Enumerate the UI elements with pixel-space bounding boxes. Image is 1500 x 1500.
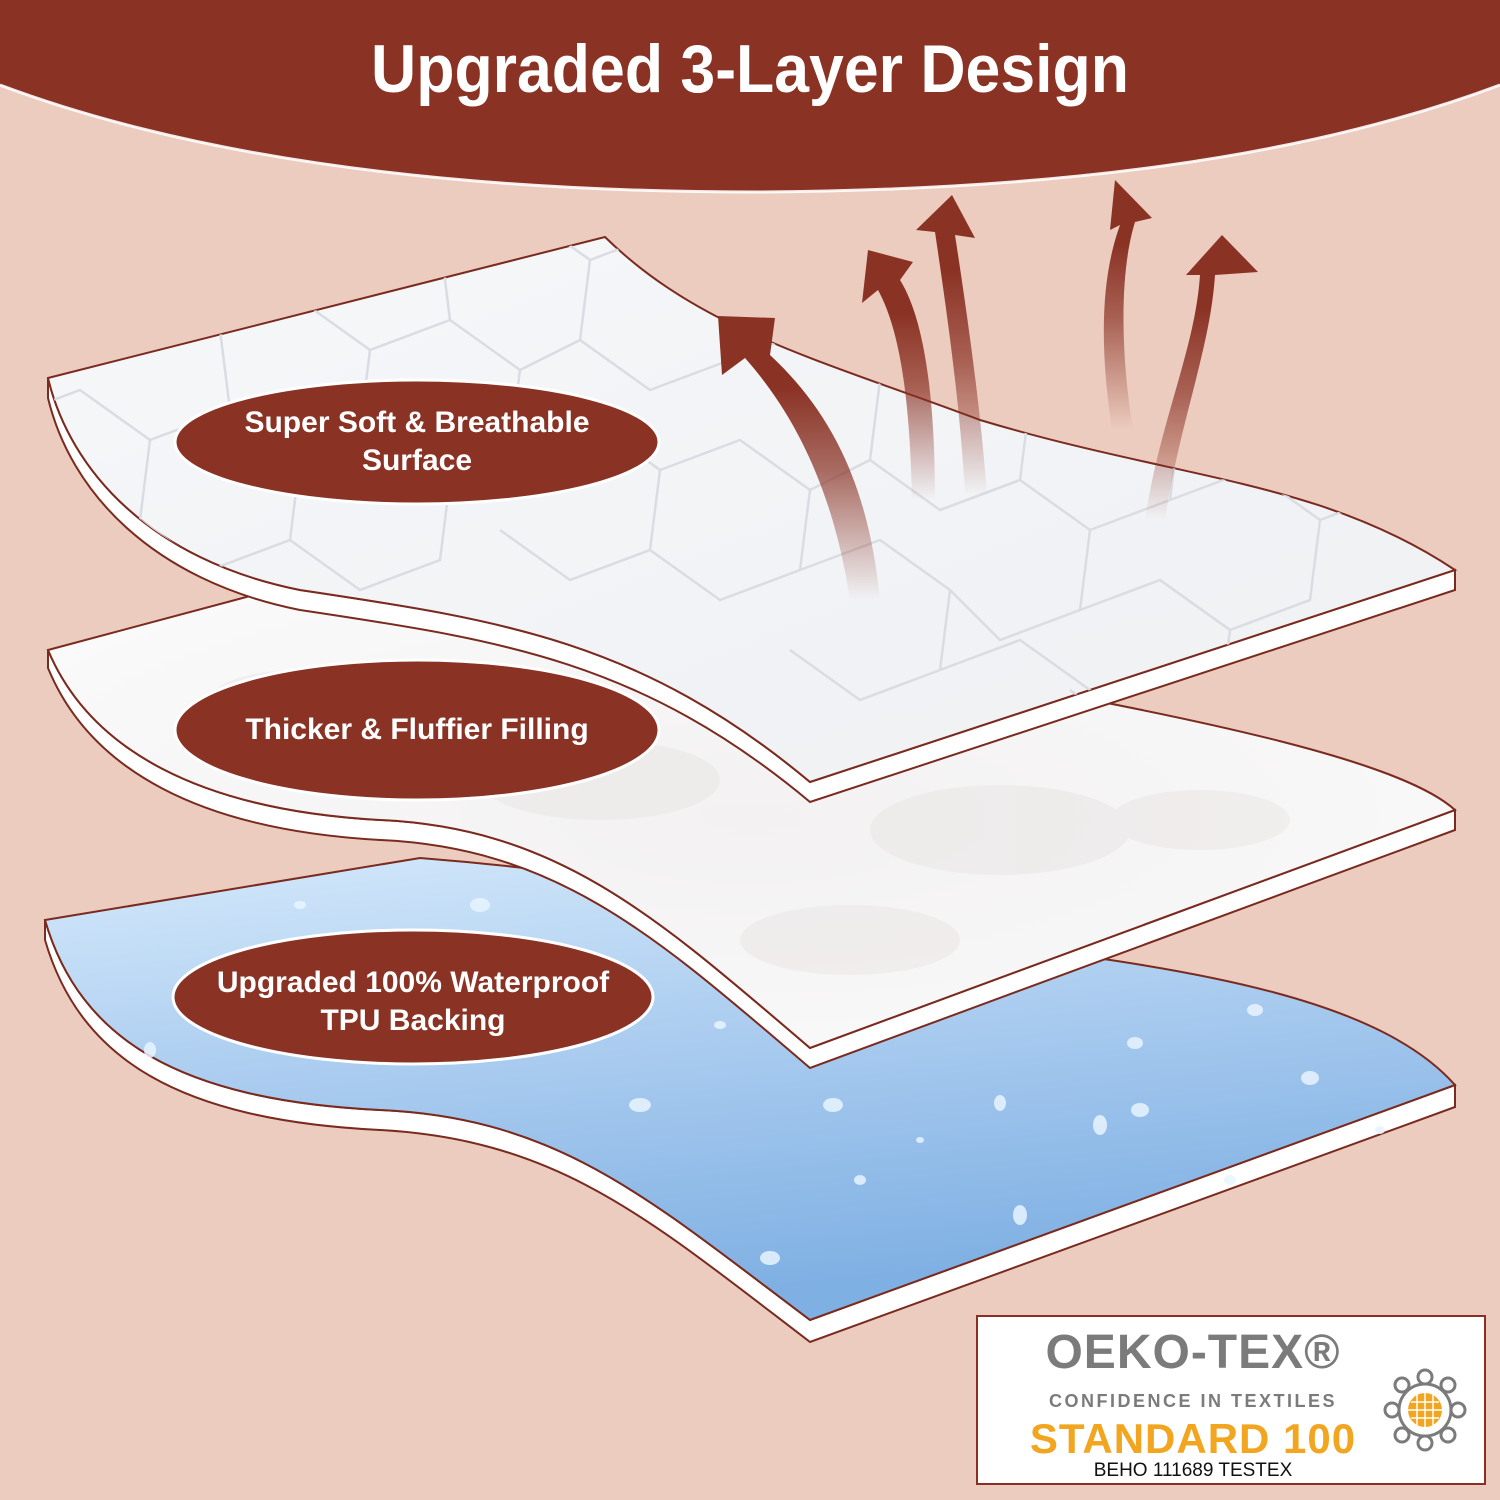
header-banner — [0, 0, 1500, 192]
label-bottom-line2: TPU Backing — [320, 1004, 506, 1037]
label-bottom-layer: Upgraded 100% Waterproof TPU Backing — [173, 950, 653, 1054]
label-middle-layer: Thicker & Fluffier Filling — [177, 680, 657, 780]
label-top-layer: Super Soft & Breathable Surface — [177, 390, 657, 494]
page-title: Upgraded 3-Layer Design — [371, 31, 1129, 107]
oeko-tex-standard: STANDARD 100 — [1029, 1415, 1357, 1462]
top-layer-quilted — [46, 235, 1458, 804]
certificate-number: BEHO 111689 TESTEX — [1093, 1460, 1293, 1481]
label-bottom-line1: Upgraded 100% Waterproof — [216, 966, 610, 999]
label-middle-line1: Thicker & Fluffier Filling — [245, 713, 589, 746]
oeko-tex-globe-icon — [1383, 1368, 1467, 1452]
oeko-tex-certification-badge: OEKO-TEX® CONFIDENCE IN TEXTILES STANDAR… — [976, 1315, 1486, 1485]
label-top-line1: Super Soft & Breathable — [244, 406, 590, 439]
airflow-arrows — [718, 180, 1258, 600]
oeko-tex-brand: OEKO-TEX® — [1045, 1326, 1341, 1379]
label-top-line2: Surface — [361, 444, 473, 477]
oeko-tex-tagline: CONFIDENCE IN TEXTILES — [1048, 1391, 1337, 1411]
